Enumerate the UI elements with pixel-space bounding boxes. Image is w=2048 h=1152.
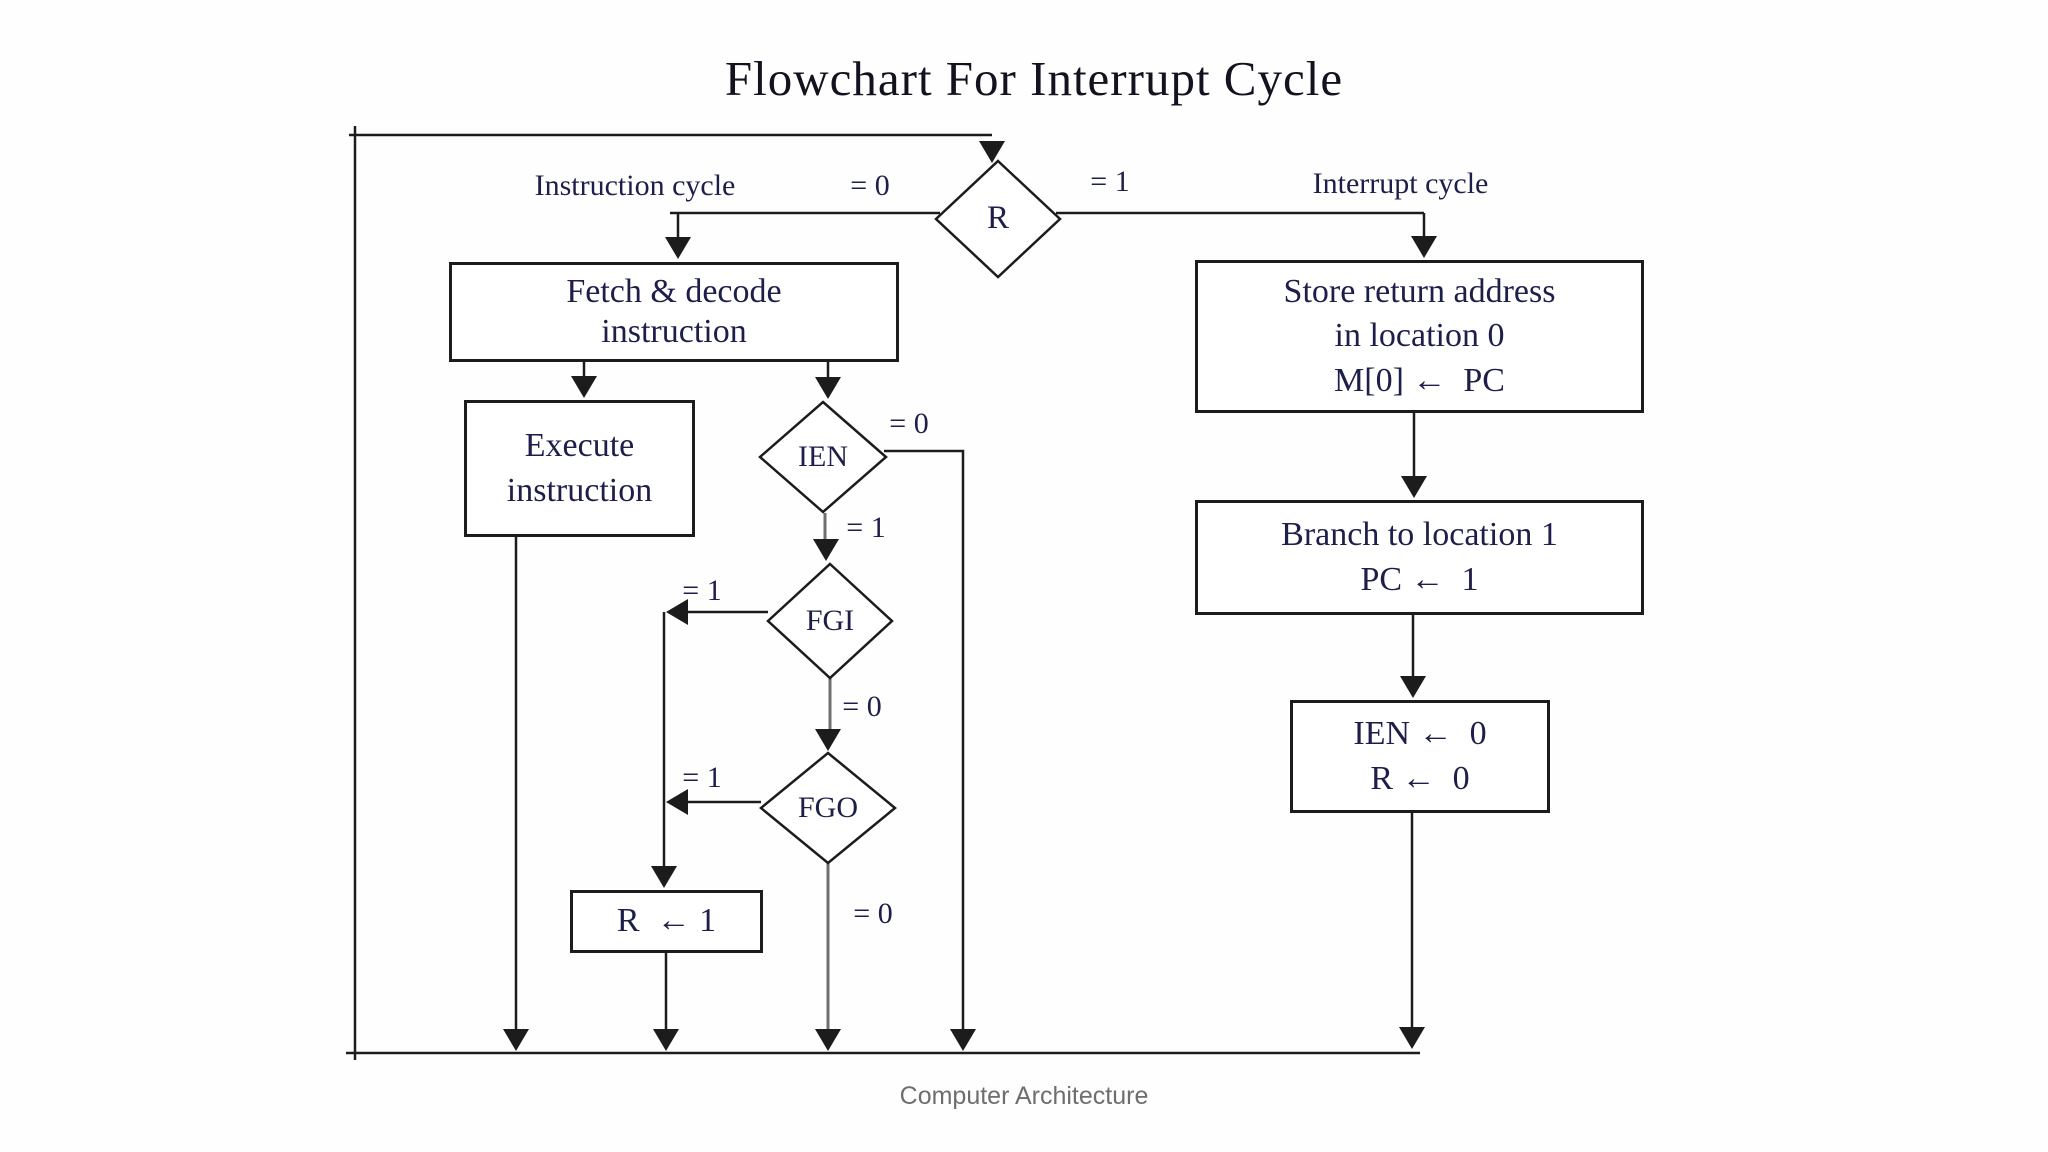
ien-reset-line2: R ← 0: [1370, 759, 1470, 797]
r-eq1-label: = 1: [1090, 165, 1130, 198]
ien-eq0-label: = 0: [889, 407, 929, 440]
fgi-eq0-label: = 0: [842, 690, 882, 723]
arrowhead-execute-bottom: [503, 1029, 529, 1051]
fgi-eq1-label: = 1: [682, 574, 722, 607]
arrowhead-setr-bottom: [653, 1029, 679, 1051]
interrupt-cycle-label: Interrupt cycle: [1312, 167, 1489, 200]
arrowhead-bypass-bottom: [950, 1029, 976, 1051]
set-r-box: R ← 1: [570, 890, 763, 953]
set-r-line1: R ← 1: [616, 902, 717, 940]
branch-box: Branch to location 1 PC ← 1: [1195, 500, 1644, 615]
branch-line1: Branch to location 1: [1281, 516, 1558, 554]
arrowhead-ienreset-bottom: [1399, 1027, 1425, 1049]
arrowhead-into-fgi: [813, 539, 839, 561]
arrowhead-into-store: [1411, 236, 1437, 258]
arrowheads: [503, 141, 1437, 1051]
ien-diamond: [758, 400, 888, 514]
arrowhead-fgo-bottom: [815, 1029, 841, 1051]
decision-diamonds: [758, 159, 1062, 865]
r-eq0-label: = 0: [850, 169, 890, 202]
fetch-decode-box: Fetch & decode instruction: [449, 262, 899, 362]
fetch-decode-line1: Fetch & decode: [566, 272, 782, 310]
ien-reset-box: IEN ← 0 R ← 0: [1290, 700, 1550, 813]
r-diamond: [934, 159, 1062, 279]
r-diamond-label: R: [986, 200, 1009, 236]
fgo-eq0-label: = 0: [853, 897, 893, 930]
fgo-eq1-label: = 1: [682, 761, 722, 794]
fetch-decode-line2: instruction: [601, 313, 747, 350]
execute-line2: instruction: [506, 471, 653, 509]
execute-box: Execute instruction: [464, 400, 695, 537]
store-return-line1: Store return address: [1283, 273, 1556, 311]
ien-diamond-label: IEN: [798, 440, 848, 473]
fgo-diamond: [759, 751, 897, 865]
arrowhead-into-setr: [651, 866, 677, 888]
footer-text: Computer Architecture: [899, 1082, 1149, 1110]
arrowhead-into-branch: [1401, 476, 1427, 498]
arrowhead-into-r: [979, 141, 1005, 163]
ien-eq1-label: = 1: [846, 511, 886, 544]
store-return-line2: in location 0: [1334, 317, 1505, 355]
branch-line2: PC ← 1: [1360, 560, 1479, 598]
arrowhead-into-fetch: [665, 237, 691, 259]
page-title: Flowchart For Interrupt Cycle: [724, 51, 1344, 106]
arrowhead-fgo-eq1-left: [666, 789, 688, 815]
flow-edges: [346, 126, 1426, 1060]
arrowhead-fgi-eq1-left: [666, 599, 688, 625]
fgi-diamond-label: FGI: [805, 604, 855, 637]
instruction-cycle-label: Instruction cycle: [534, 169, 736, 202]
arrowhead-into-execute: [571, 376, 597, 398]
store-return-line3: M[0] ← PC: [1334, 361, 1505, 399]
execute-line1: Execute: [524, 427, 635, 465]
arrowhead-into-fgo: [815, 729, 841, 751]
arrowhead-into-ienreset: [1400, 676, 1426, 698]
ien-eq0-bypass-edge: [884, 449, 965, 1033]
fgi-diamond: [766, 562, 894, 680]
ien-reset-line1: IEN ← 0: [1353, 715, 1487, 753]
arrowhead-into-ien: [815, 377, 841, 399]
fgo-diamond-label: FGO: [797, 791, 858, 824]
store-return-box: Store return address in location 0 M[0] …: [1195, 260, 1644, 413]
